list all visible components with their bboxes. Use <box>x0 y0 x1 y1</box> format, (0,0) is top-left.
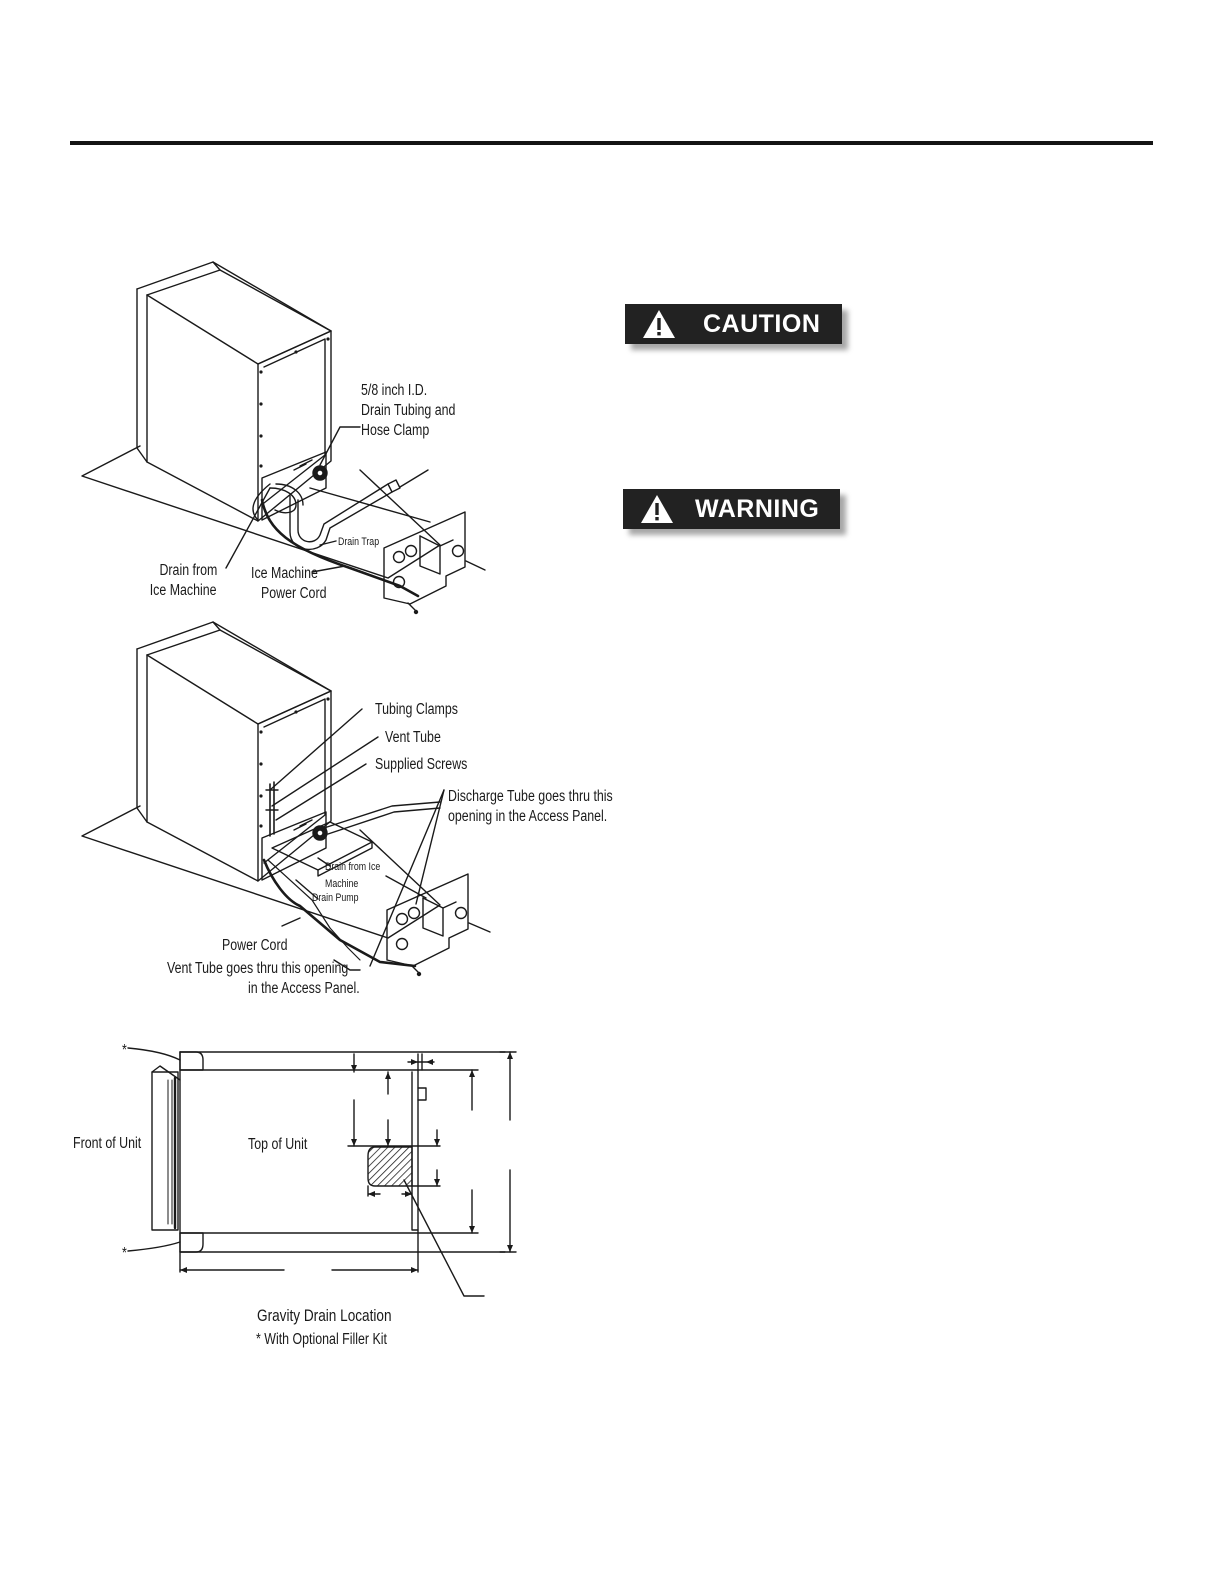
caution-badge: CAUTION <box>625 304 842 344</box>
drain-tubing-label-line1: 5/8 inch I.D. <box>361 382 428 399</box>
drain-from-ice-machine-label-line2: Ice Machine <box>150 582 217 599</box>
tubing-clamps-label: Tubing Clamps <box>375 701 458 718</box>
figure2-unit-drawing <box>81 621 491 977</box>
vent-tube-label: Vent Tube <box>385 729 441 746</box>
drain-from-ice-label-line1: Drain from Ice <box>325 861 381 873</box>
warning-triangle-icon <box>641 308 677 340</box>
drain-from-ice-label-line2: Machine <box>325 878 359 890</box>
drain-tubing-label-line3: Hose Clamp <box>361 422 430 439</box>
filler-kit-footnote: * With Optional Filler Kit <box>256 1331 387 1348</box>
figure1-unit-drawing <box>81 261 486 615</box>
warning-text: WARNING <box>695 494 820 523</box>
supplied-screws-label: Supplied Screws <box>375 756 468 773</box>
front-of-unit-label: Front of Unit <box>73 1135 142 1152</box>
gravity-drain-caption: Gravity Drain Location <box>257 1306 392 1325</box>
figure3-top-view <box>127 1047 517 1297</box>
discharge-tube-label-line2: opening in the Access Panel. <box>448 808 608 825</box>
warning-triangle-icon <box>639 493 675 525</box>
filler-asterisk-bottom: * <box>122 1245 127 1262</box>
caution-text: CAUTION <box>703 309 821 338</box>
power-cord-label: Power Cord <box>222 937 288 954</box>
header-rule <box>70 141 1153 145</box>
vent-opening-label-line2: in the Access Panel. <box>248 980 360 997</box>
discharge-tube-label-line1: Discharge Tube goes thru this <box>448 788 613 805</box>
drain-pump-label: Drain Pump <box>312 892 359 904</box>
warning-badge: WARNING <box>623 489 840 529</box>
power-cord-label-line1: Ice Machine <box>251 565 318 582</box>
drain-tubing-label-line2: Drain Tubing and <box>361 402 456 419</box>
drain-from-ice-machine-label-line1: Drain from <box>159 562 217 579</box>
vent-opening-label-line1: Vent Tube goes thru this opening <box>167 960 349 977</box>
drain-trap-label: Drain Trap <box>338 536 380 548</box>
top-of-unit-label: Top of Unit <box>248 1136 308 1153</box>
power-cord-label-line2: Power Cord <box>261 585 327 602</box>
filler-asterisk-top: * <box>122 1042 127 1059</box>
